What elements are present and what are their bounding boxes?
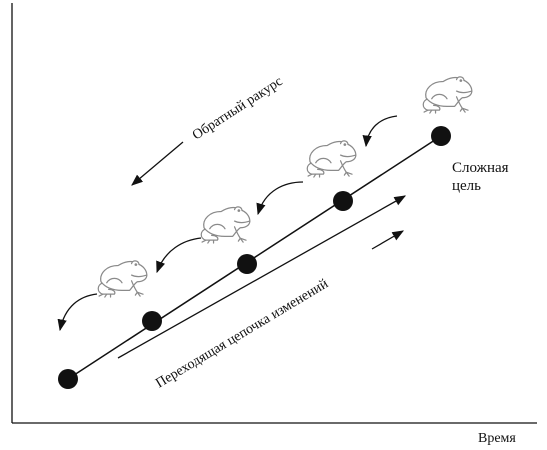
frog-icon: [97, 260, 148, 298]
time-axis-label: Время: [478, 431, 516, 446]
back-arrow-2: [256, 181, 304, 216]
node-goal: [431, 126, 451, 146]
reverse-view-label: Обратный ракурс: [190, 74, 285, 143]
back-arrow-4: [57, 293, 98, 332]
frog-icon: [200, 206, 251, 244]
node-step-4: [333, 191, 353, 211]
chain-label: Переходящая цепочка изменений: [153, 276, 331, 391]
reverse-view-arrow: [131, 141, 184, 186]
node-step-2: [142, 311, 162, 331]
goal-label-line2: цель: [452, 178, 481, 194]
forward-arrow-long: [117, 195, 407, 359]
node-step-1: [58, 369, 78, 389]
forward-arrow-short: [371, 230, 405, 250]
back-arrow-3: [156, 237, 202, 274]
frog-icon: [306, 140, 357, 178]
node-step-3: [237, 254, 257, 274]
frog-icon: [422, 76, 473, 114]
back-arrow-1: [362, 115, 398, 148]
goal-label-line1: Сложная: [452, 160, 509, 176]
